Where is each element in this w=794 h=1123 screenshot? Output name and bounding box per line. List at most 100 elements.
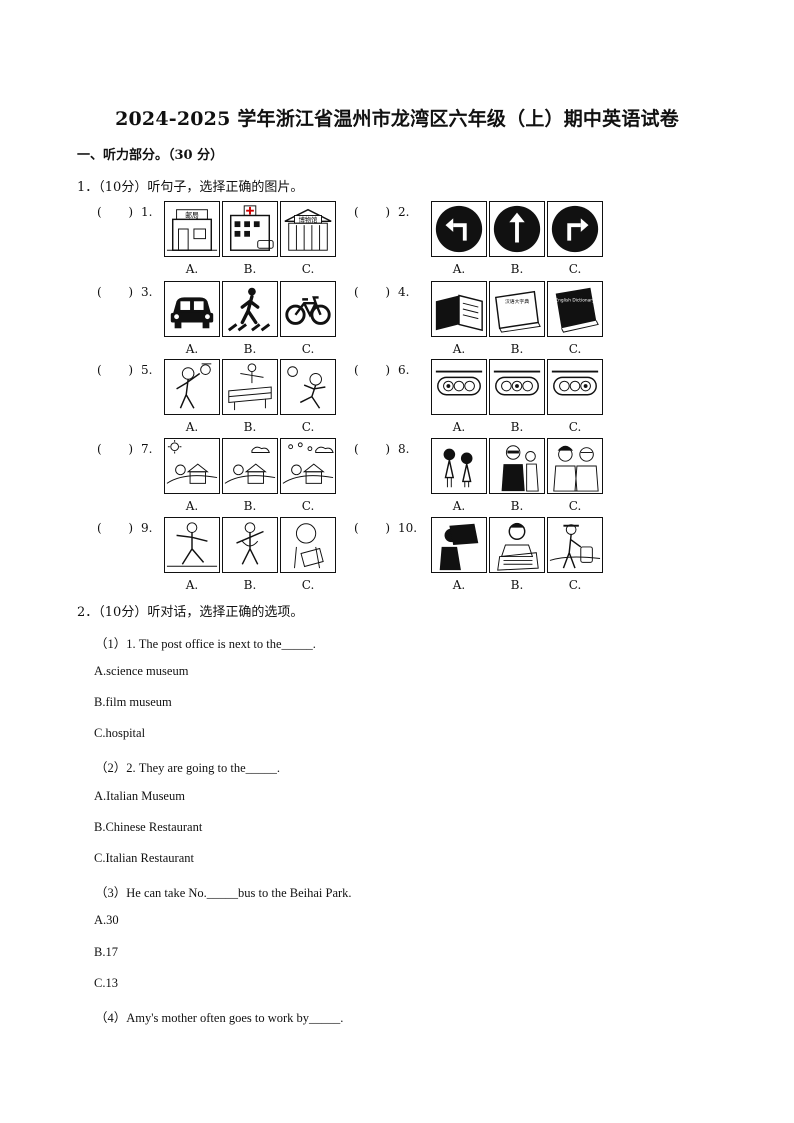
answer-blank: ( ) — [354, 205, 391, 219]
item-number: 6. — [398, 363, 410, 377]
answer-blank: ( ) — [354, 521, 391, 535]
listening-item-4: ( ) 4. 汉语大字典 English Dictionary A. B. C. — [354, 281, 654, 361]
option-c-label: C. — [301, 578, 315, 592]
reading-picture — [280, 517, 336, 573]
dancing-picture — [164, 517, 220, 573]
item-number: 1. — [141, 205, 153, 219]
option-c-label: C. — [568, 420, 582, 434]
option-a-label: A. — [185, 499, 199, 513]
answer-blank: ( ) — [354, 285, 391, 299]
option-text: B.Chinese Restaurant — [94, 820, 203, 834]
question-2-heading: 2．（10分）听对话，选择正确的选项。 — [77, 605, 304, 620]
two-children-picture — [431, 438, 487, 494]
option-a-label: A. — [452, 262, 466, 276]
table-tennis-picture — [222, 359, 278, 415]
option-a-label: A. — [452, 578, 466, 592]
option-c-label: C. — [568, 578, 582, 592]
turn-right-sign-icon — [547, 201, 603, 257]
car-icon — [164, 281, 220, 337]
football-picture — [280, 359, 336, 415]
option-a-label: A. — [452, 499, 466, 513]
item-number: 3. — [141, 285, 153, 299]
item-number: 10. — [398, 521, 418, 535]
answer-blank: ( ) — [97, 205, 134, 219]
snowy-house-picture — [280, 438, 336, 494]
item-number: 8. — [398, 442, 410, 456]
traffic-light-yellow-icon — [489, 359, 545, 415]
question-2-3-text: （3）He can take No._____bus to the Beihai… — [95, 886, 352, 900]
item-number: 4. — [398, 285, 410, 299]
sunny-house-picture — [164, 438, 220, 494]
answer-blank: ( ) — [97, 285, 134, 299]
cloudy-house-picture — [222, 438, 278, 494]
hospital-picture — [222, 201, 278, 257]
item-number: 5. — [141, 363, 153, 377]
option-b-label: B. — [243, 578, 257, 592]
option-text: A.science museum — [94, 664, 189, 678]
traveling-picture — [547, 517, 603, 573]
answer-blank: ( ) — [354, 442, 391, 456]
listening-item-10: ( ) 10. A. B. C. — [354, 517, 654, 597]
option-b-label: B. — [510, 420, 524, 434]
option-c-label: C. — [301, 420, 315, 434]
man-with-sunglasses-picture — [489, 438, 545, 494]
option-text: A.30 — [94, 913, 119, 927]
traffic-light-red-icon — [431, 359, 487, 415]
question-2-1-text: （1）1. The post office is next to the____… — [95, 637, 316, 651]
listening-item-1: ( ) 1. 邮局 博物馆 A. B. C. — [97, 201, 397, 281]
option-b-label: B. — [243, 262, 257, 276]
studying-picture — [489, 517, 545, 573]
item-number: 9. — [141, 521, 153, 535]
book-title-text: English Dictionary — [555, 297, 595, 303]
option-c-label: C. — [301, 499, 315, 513]
option-b-label: B. — [510, 578, 524, 592]
option-a-label: A. — [452, 420, 466, 434]
answer-blank: ( ) — [97, 521, 134, 535]
option-text: C.Italian Restaurant — [94, 851, 194, 865]
listening-item-9: ( ) 9. A. B. C. — [97, 517, 397, 597]
option-b-label: B. — [243, 420, 257, 434]
item-number: 7. — [141, 442, 153, 456]
listening-item-3: ( ) 3. A. B. C. — [97, 281, 397, 361]
option-a-label: A. — [185, 420, 199, 434]
page-title: 2024-2025 学年浙江省温州市龙湾区六年级（上）期中英语试卷 — [115, 108, 679, 130]
listening-item-2: ( ) 2. A. B. C. — [354, 201, 654, 281]
option-a-label: A. — [185, 342, 199, 356]
section-title: 一、听力部分。（30 分） — [77, 148, 224, 163]
option-b-label: B. — [510, 499, 524, 513]
reading-newspaper-picture — [431, 517, 487, 573]
listening-item-8: ( ) 8. A. B. C. — [354, 438, 654, 518]
answer-blank: ( ) — [97, 363, 134, 377]
book-title-text: 汉语大字典 — [505, 298, 529, 305]
sign-text: 邮局 — [185, 210, 199, 219]
question-1-heading: 1．（10分）听句子，选择正确的图片。 — [77, 180, 304, 195]
english-dictionary-picture: English Dictionary — [547, 281, 603, 337]
option-b-label: B. — [510, 262, 524, 276]
chinese-dictionary-picture: 汉语大字典 — [489, 281, 545, 337]
listening-item-7: ( ) 7. A. B. C. — [97, 438, 397, 518]
option-b-label: B. — [243, 499, 257, 513]
option-a-label: A. — [452, 342, 466, 356]
option-text: C.hospital — [94, 726, 146, 740]
item-number: 2. — [398, 205, 410, 219]
option-c-label: C. — [301, 262, 315, 276]
option-a-label: A. — [185, 262, 199, 276]
answer-blank: ( ) — [354, 363, 391, 377]
listening-item-6: ( ) 6. A. B. C. — [354, 359, 654, 439]
bicycle-icon — [280, 281, 336, 337]
open-book-picture — [431, 281, 487, 337]
tai-chi-picture — [222, 517, 278, 573]
option-text: B.17 — [94, 945, 118, 959]
question-2-2-text: （2）2. They are going to the_____. — [95, 761, 281, 775]
basketball-picture — [164, 359, 220, 415]
option-text: A.Italian Museum — [94, 789, 185, 803]
turn-left-sign-icon — [431, 201, 487, 257]
post-office-picture: 邮局 — [164, 201, 220, 257]
option-b-label: B. — [510, 342, 524, 356]
option-a-label: A. — [185, 578, 199, 592]
option-c-label: C. — [568, 342, 582, 356]
museum-picture: 博物馆 — [280, 201, 336, 257]
option-c-label: C. — [568, 262, 582, 276]
option-c-label: C. — [301, 342, 315, 356]
question-2-4-text: （4）Amy's mother often goes to work by___… — [95, 1011, 344, 1025]
